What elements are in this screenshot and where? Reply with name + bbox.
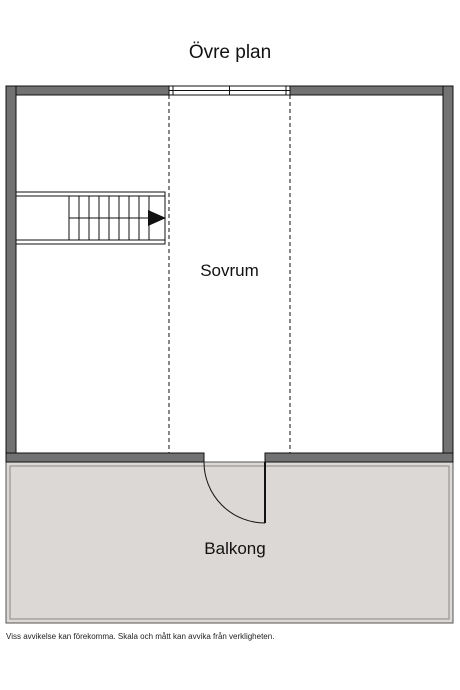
disclaimer-text: Viss avvikelse kan förekomma. Skala och …: [6, 632, 275, 641]
room-label-balcony: Balkong: [204, 539, 265, 558]
balcony-railing: [9, 465, 450, 620]
balcony-floor: [5, 461, 454, 624]
stair-direction-arrow-icon: [148, 210, 166, 226]
window: [168, 85, 291, 96]
plan-title: Övre plan: [188, 42, 272, 63]
ceiling-slope-lines: [168, 95, 291, 453]
staircase: [15, 191, 166, 245]
outer-walls: [5, 85, 454, 463]
balcony-door: [203, 461, 266, 524]
room-label-bedroom: Sovrum: [200, 261, 259, 280]
